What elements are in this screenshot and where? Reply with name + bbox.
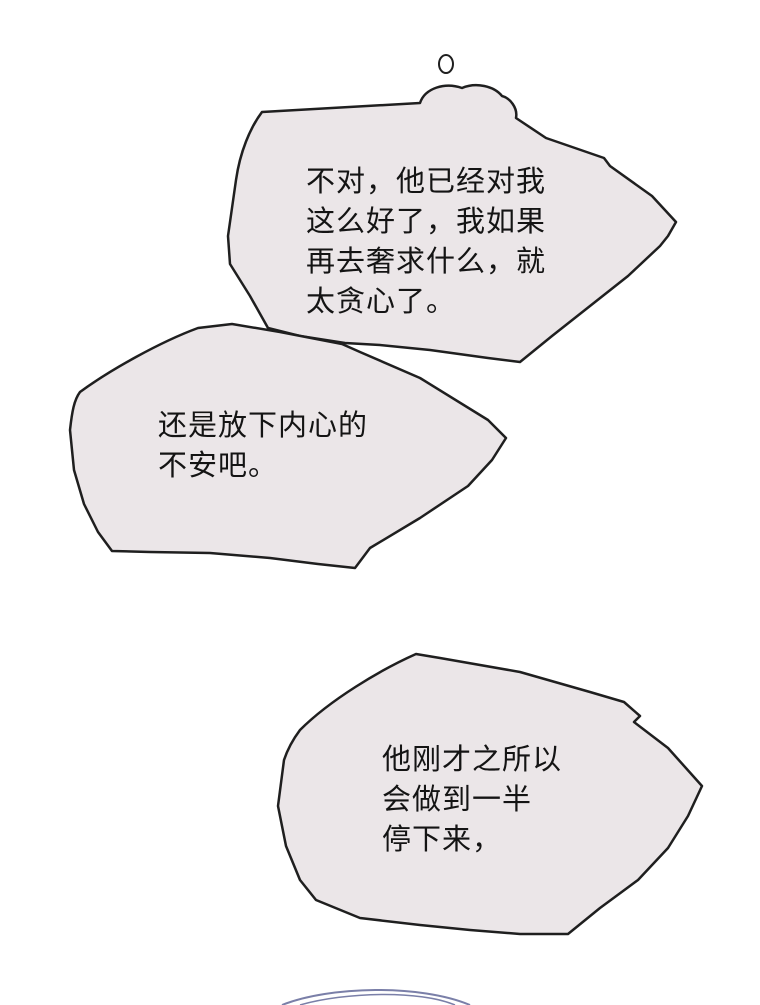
bubble-1-line-4: 太贪心了。 [306, 284, 457, 318]
bubble-1-line-3: 再去奢求什么，就 [306, 244, 547, 278]
bubble-3-line-1: 他刚才之所以 [382, 742, 563, 776]
bubble-2-line-2: 不安吧。 [158, 448, 279, 482]
bubble-1-text: 不对，他已经对我 这么好了，我如果 再去奢求什么，就 太贪心了。 [306, 161, 546, 321]
small-thought-bubble [438, 54, 454, 74]
bottom-arc-inner [299, 993, 456, 1005]
bubble-1-line-1: 不对，他已经对我 [306, 164, 547, 198]
speech-bubble-1 [226, 84, 678, 364]
bubble-2-line-1: 还是放下内心的 [158, 408, 369, 442]
bottom-arc [281, 989, 471, 1005]
speech-bubble-2 [68, 322, 508, 570]
bubble-3-line-3: 停下来， [382, 822, 503, 856]
bubble-1-line-2: 这么好了，我如果 [306, 204, 547, 238]
speech-bubble-3 [276, 652, 704, 936]
bubble-3-text: 他刚才之所以 会做到一半 停下来， [382, 739, 562, 859]
bubble-3-line-2: 会做到一半 [382, 782, 533, 816]
bubble-2-text: 还是放下内心的 不安吧。 [158, 405, 368, 485]
